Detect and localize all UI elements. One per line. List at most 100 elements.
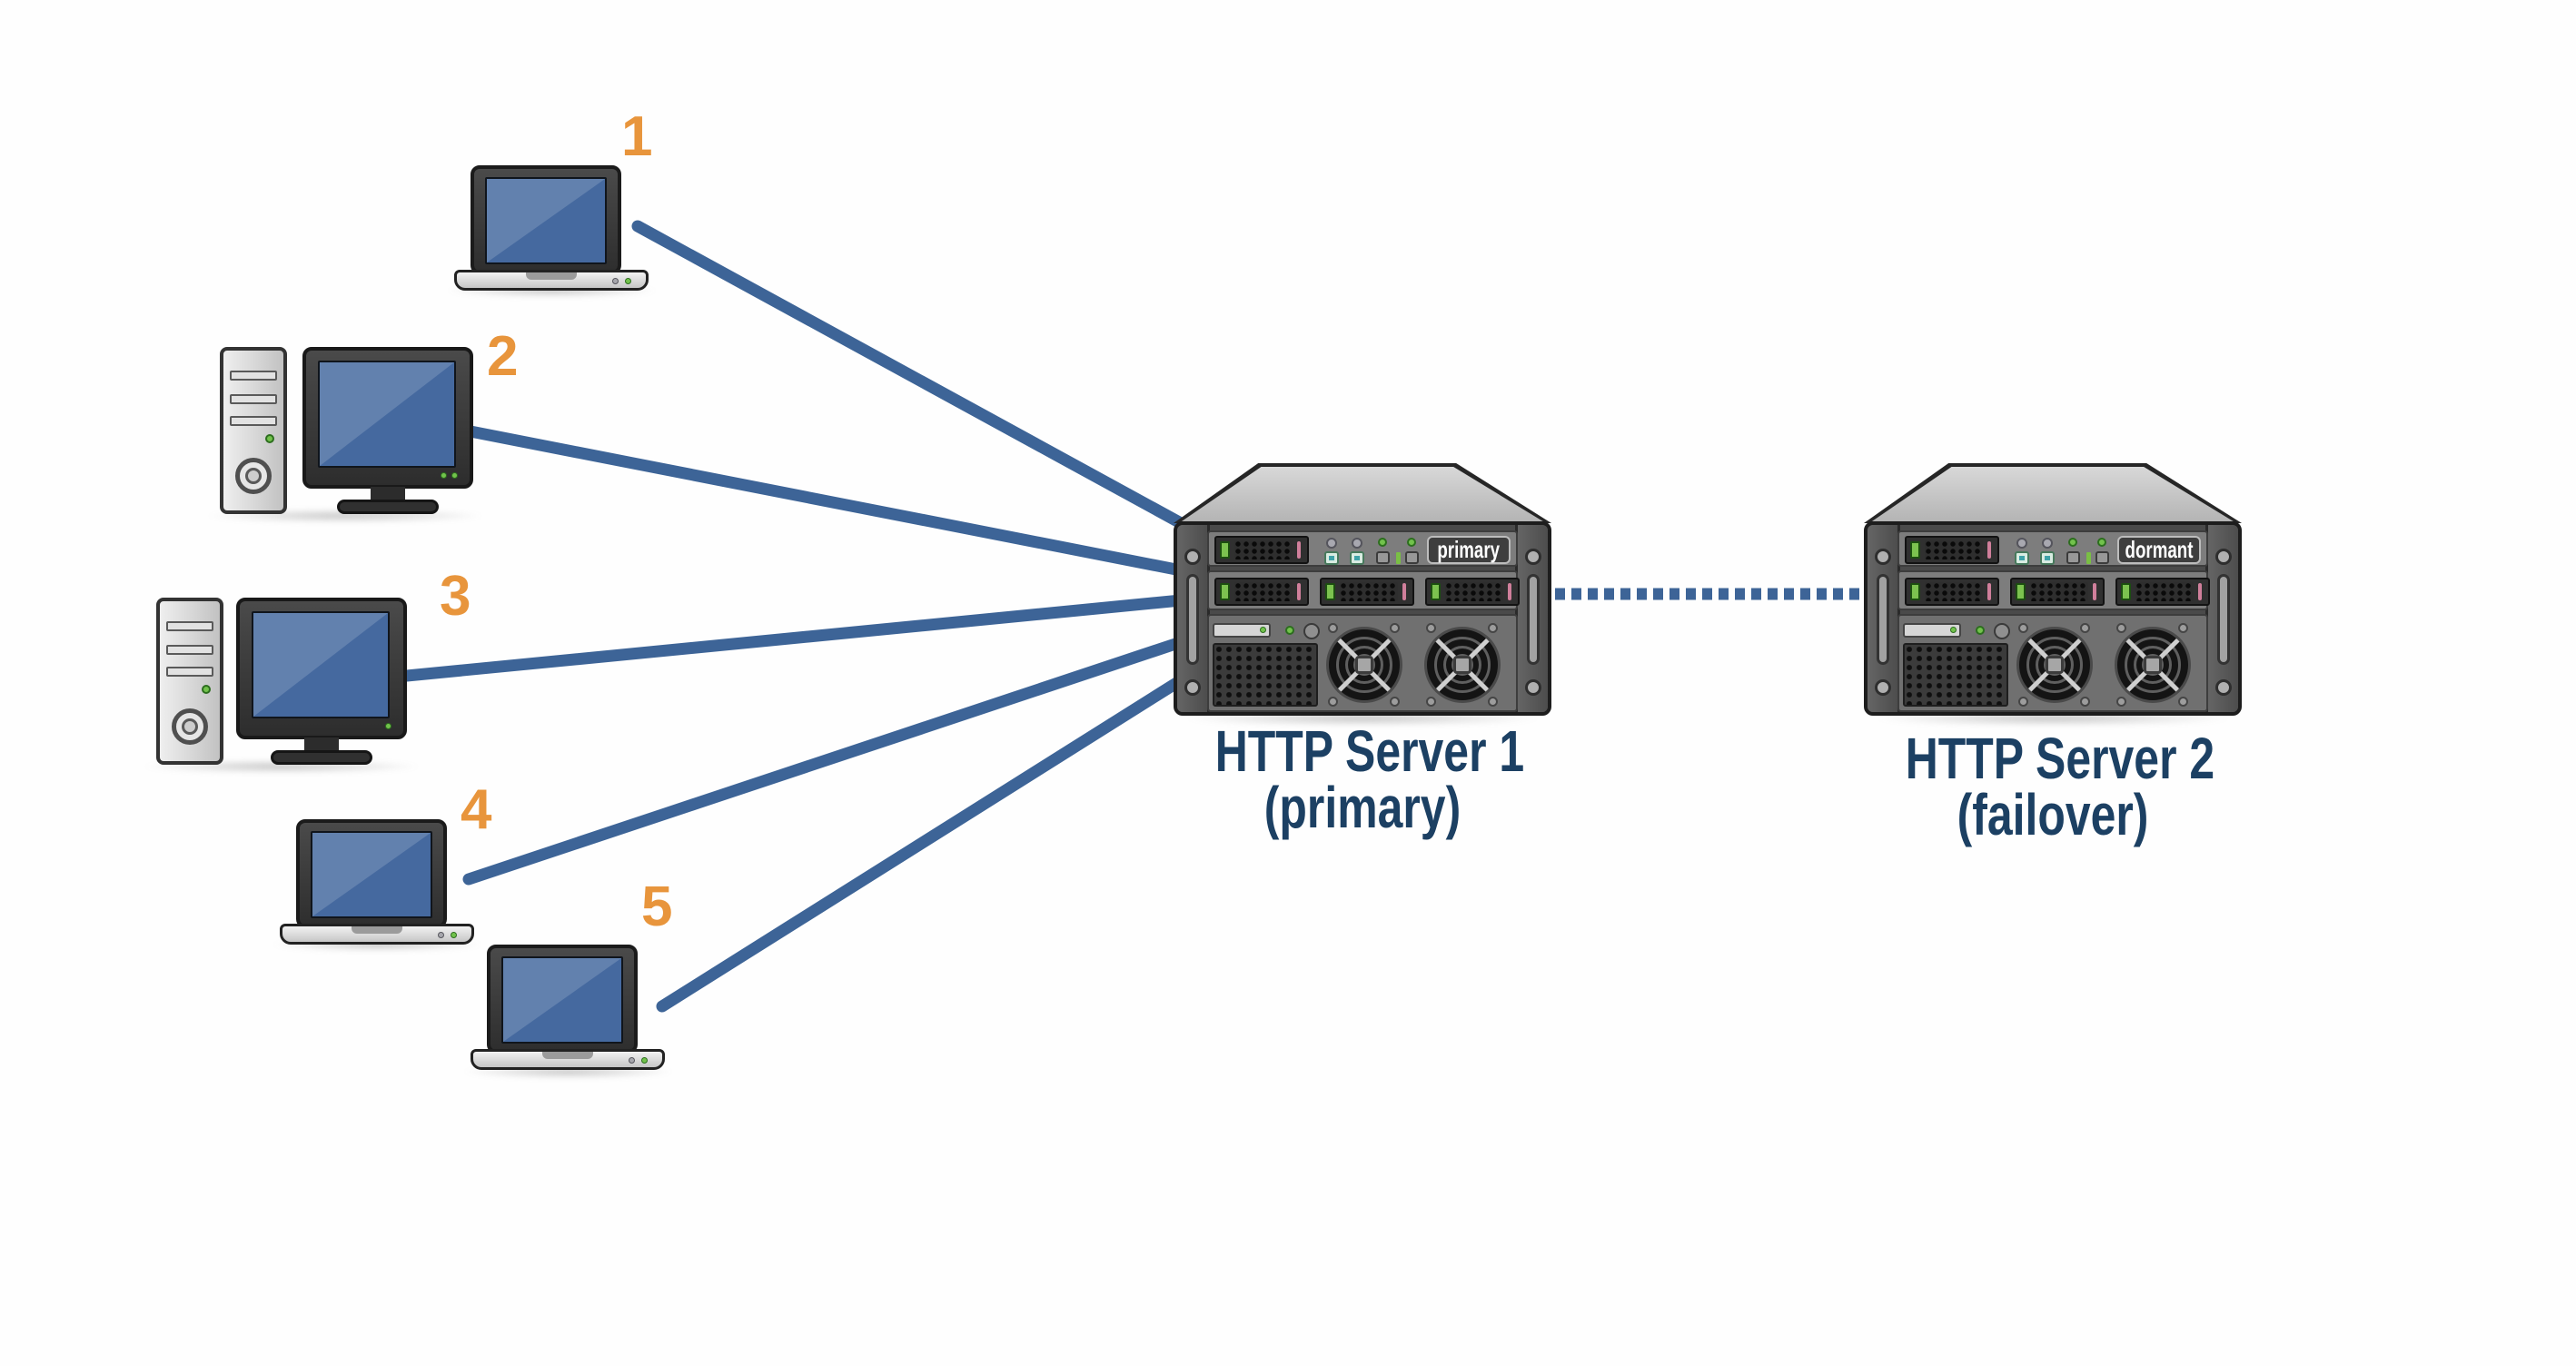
server-panel-drives — [1207, 570, 1520, 610]
monitor-stand-neck — [304, 737, 339, 752]
server-name: HTTP Server 2 — [1905, 726, 2215, 791]
power-led-icon — [451, 932, 457, 938]
client-1-number: 1 — [621, 105, 653, 168]
screw-icon — [2214, 679, 2232, 696]
fan-ring — [1451, 654, 1473, 676]
server-panel-drives — [1897, 570, 2210, 610]
bay-vent — [1445, 582, 1503, 601]
fan-icon — [2115, 627, 2191, 703]
power-led-icon — [202, 685, 211, 694]
power-led-icon — [641, 1057, 648, 1064]
client-2-number: 2 — [487, 325, 519, 388]
server-lid — [1864, 463, 2242, 523]
power-led-icon — [385, 723, 391, 729]
indicator-bar — [2086, 552, 2091, 564]
desktop-monitor — [302, 347, 473, 489]
activity-led-icon — [2068, 538, 2077, 547]
rack-rail — [1868, 525, 1900, 712]
status-led-icon — [1326, 538, 1337, 549]
screw-icon — [2214, 549, 2232, 565]
fan-ring — [2026, 637, 2083, 693]
rack-rail — [1515, 525, 1548, 712]
status-led-icon — [438, 932, 444, 938]
server-panel-top: dormant — [1897, 530, 2208, 567]
drive-bay-icon — [1905, 536, 1999, 564]
rail-slot — [1185, 574, 1199, 665]
client-3-number: 3 — [440, 565, 471, 628]
status-led-icon — [441, 472, 447, 479]
drive-slot — [166, 667, 213, 677]
laptop-display — [485, 177, 607, 264]
bay-vent — [1234, 582, 1293, 601]
rack-rail — [2205, 525, 2238, 712]
fan-ring — [1434, 637, 1491, 693]
drive-bay-icon — [1214, 536, 1309, 564]
button-icon — [2015, 551, 2029, 565]
psu-slot — [1903, 623, 1961, 638]
fan-icon — [2016, 627, 2093, 703]
fan-ring — [2134, 646, 2172, 684]
fan-ring — [1443, 646, 1481, 684]
laptop-screen — [296, 819, 447, 928]
bay-vent — [1234, 540, 1293, 559]
server-status-badge: dormant — [2117, 536, 2201, 564]
vent-grille — [1213, 643, 1318, 707]
server-panel-top: primary — [1207, 530, 1518, 567]
monitor-display — [318, 361, 456, 468]
drive-bay-icon — [1214, 578, 1309, 606]
drive-bay-icon — [2010, 578, 2105, 606]
desktop-tower — [156, 598, 223, 765]
server-panel-psu — [1897, 614, 2208, 712]
drive-bay-icon — [1425, 578, 1520, 606]
fan-ring — [2142, 654, 2164, 676]
power-led-icon — [1950, 627, 1957, 633]
button-icon — [2095, 551, 2109, 564]
client-1-laptop-icon — [454, 165, 649, 291]
server-lid — [1174, 463, 1551, 523]
status-led-icon — [2042, 538, 2053, 549]
screw-icon — [1184, 679, 1201, 696]
desktop-monitor — [236, 598, 407, 739]
fan-hub — [2144, 656, 2162, 674]
rail-slot — [2216, 574, 2230, 665]
desktop-tower — [220, 347, 287, 514]
laptop-display — [311, 831, 432, 918]
fan-ring — [1336, 637, 1392, 693]
fan-icon — [1424, 627, 1501, 703]
laptop-base — [280, 924, 474, 945]
drive-slot — [166, 621, 213, 631]
activity-led-icon — [2097, 538, 2106, 547]
activity-led-icon — [1407, 538, 1416, 547]
fan-ring — [2036, 646, 2074, 684]
server-lid-top — [1179, 467, 1546, 523]
laptop-hinge-notch — [526, 272, 577, 280]
client-5-laptop-icon — [471, 945, 665, 1070]
screw-icon — [1184, 549, 1201, 565]
laptop-display — [501, 956, 623, 1044]
power-button-dot — [182, 718, 198, 735]
server-1-caption: HTTP Server 1 (primary) — [1174, 722, 1551, 840]
fan-ring — [2044, 654, 2066, 676]
button-icon — [1405, 551, 1419, 564]
server-body: primary — [1174, 521, 1551, 716]
rail-slot — [1526, 574, 1540, 665]
laptop-screen — [487, 945, 638, 1054]
server-role: (primary) — [1263, 775, 1461, 840]
bay-vent — [1925, 540, 1983, 559]
client-4-number: 4 — [461, 778, 492, 841]
power-led-icon — [1260, 627, 1266, 633]
power-button — [172, 708, 208, 745]
button-icon — [1350, 551, 1364, 565]
screw-icon — [1874, 679, 1891, 696]
bay-vent — [2135, 582, 2194, 601]
badge-label: dormant — [2125, 536, 2194, 563]
screw-icon — [1524, 549, 1541, 565]
fan-ring — [1353, 654, 1375, 676]
connection-line-2 — [464, 425, 1187, 577]
rack-rail — [1177, 525, 1210, 712]
bay-vent — [2030, 582, 2088, 601]
bay-vent — [1340, 582, 1398, 601]
status-led-icon — [629, 1057, 635, 1064]
status-led-icon — [2016, 538, 2027, 549]
server-role: (failover) — [1957, 782, 2149, 847]
